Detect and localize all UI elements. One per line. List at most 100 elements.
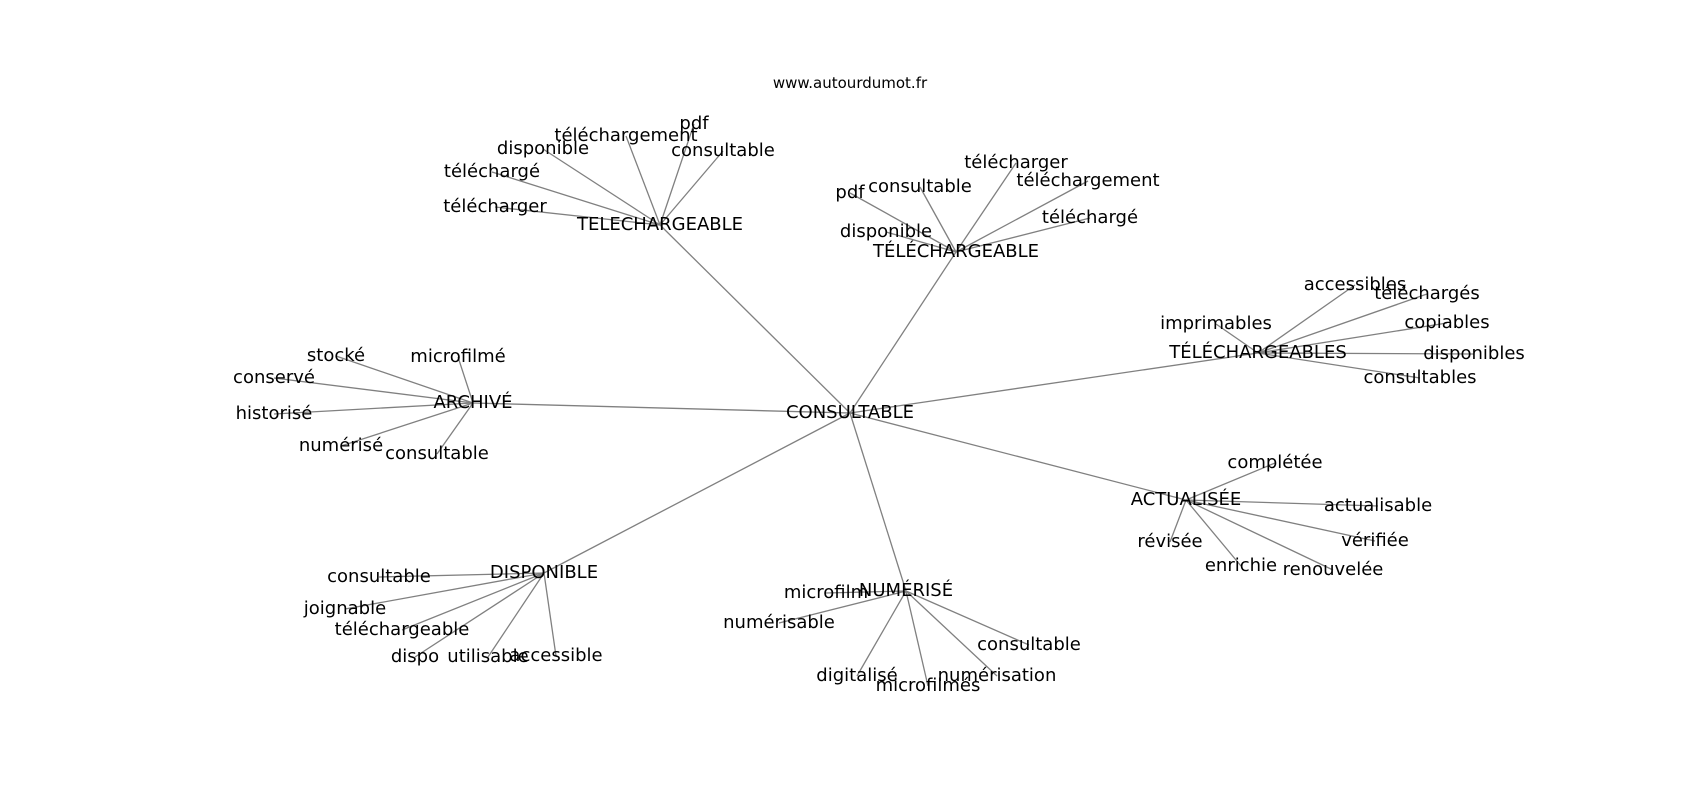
labels-layer: CONSULTABLE TELECHARGEABLE TÉLÉCHARGEABLE T… xyxy=(233,113,1525,696)
edge-actualisee-ac_revisee xyxy=(1169,499,1187,543)
node-a_stocke: stocké xyxy=(307,345,365,366)
edge-actualisee-ac_completee xyxy=(1185,462,1276,501)
node-ac_verifiee: vérifiée xyxy=(1341,530,1409,551)
node-d_dispo: dispo xyxy=(391,646,439,667)
edge-consultable_root-disponible xyxy=(543,412,851,574)
node-t2_telechargement: téléchargement xyxy=(1016,170,1159,191)
node-t2_pdf: pdf xyxy=(835,182,865,203)
edge-telechargeable2-t2_consultable xyxy=(919,186,957,253)
node-ts_consultables: consultables xyxy=(1363,367,1476,388)
edge-telechargeable1-t1_telechargement xyxy=(625,135,661,226)
edge-telechargeable2-t2_telechargement xyxy=(955,180,1089,253)
edge-consultable_root-telechargeables xyxy=(849,352,1259,414)
site-title: www.autourdumot.fr xyxy=(773,74,928,92)
node-telechargeable2: TÉLÉCHARGEABLE xyxy=(872,240,1039,262)
edge-numerise-n_numerisation xyxy=(905,590,998,677)
edge-telechargeables-ts_copiables xyxy=(1257,322,1448,354)
node-actualisee: ACTUALISÉE xyxy=(1131,488,1242,510)
edge-telechargeable2-t2_disponible xyxy=(885,231,957,253)
edge-disponible-d_utilisable xyxy=(487,572,545,658)
edge-telechargeables-ts_disponibles xyxy=(1257,352,1475,355)
node-t1_telecharger: télécharger xyxy=(443,196,547,217)
node-t1_disponible: disponible xyxy=(497,138,589,159)
edge-actualisee-ac_enrichie xyxy=(1185,499,1242,567)
node-numerise: NUMÉRISÉ xyxy=(859,579,953,601)
node-d_accessible: accessible xyxy=(509,645,602,666)
node-archive: ARCHIVÉ xyxy=(433,391,512,413)
edge-telechargeable1-t1_telecharge xyxy=(491,171,661,226)
edge-actualisee-ac_actualisable xyxy=(1185,499,1379,507)
edge-telechargeable1-t1_pdf xyxy=(659,123,695,226)
edge-numerise-n_numerisable xyxy=(778,590,907,624)
node-n_microfilm: microfilm xyxy=(784,582,868,603)
node-ts_accessibles: accessibles xyxy=(1304,274,1407,295)
node-a_conserve: conservé xyxy=(233,367,315,388)
node-a_numerise: numérisé xyxy=(299,435,383,456)
node-t2_consultable: consultable xyxy=(868,176,972,197)
edge-actualisee-ac_renouvelee xyxy=(1185,499,1334,571)
node-telechargeable1: TELECHARGEABLE xyxy=(576,214,743,235)
node-ac_enrichie: enrichie xyxy=(1205,555,1277,576)
edge-telechargeable1-t1_consultable xyxy=(659,150,724,226)
edge-consultable_root-telechargeable1 xyxy=(659,224,851,414)
node-t2_telecharger: télécharger xyxy=(964,152,1068,173)
edge-telechargeable2-t2_pdf xyxy=(849,192,957,253)
node-disponible: DISPONIBLE xyxy=(490,562,598,583)
node-ts_imprimables: imprimables xyxy=(1160,313,1272,334)
edge-consultable_root-telechargeable2 xyxy=(849,251,957,414)
edge-numerise-n_microfilmes xyxy=(905,590,929,687)
node-n_microfilmes: microfilmés xyxy=(876,675,981,696)
node-d_consultable: consultable xyxy=(327,566,431,587)
edge-archive-a_stocke xyxy=(335,355,474,404)
edge-consultable_root-actualisee xyxy=(849,412,1187,501)
edge-disponible-d_dispo xyxy=(414,572,545,658)
node-t2_telecharge: téléchargé xyxy=(1042,207,1138,228)
edge-archive-a_conserve xyxy=(273,377,474,404)
edge-telechargeables-ts_telecharges xyxy=(1257,293,1428,354)
edge-disponible-d_consultable xyxy=(378,572,545,578)
edge-numerise-n_digitalise xyxy=(856,590,907,677)
node-n_numerisable: numérisable xyxy=(723,612,835,633)
node-d_utilisable: utilisable xyxy=(447,646,528,667)
edge-telechargeable1-t1_telecharger xyxy=(494,206,661,226)
node-a_consultable: consultable xyxy=(385,443,489,464)
edges-layer xyxy=(273,123,1475,687)
edge-archive-a_consultable xyxy=(436,402,474,455)
node-telechargeables: TÉLÉCHARGEABLES xyxy=(1168,341,1347,363)
node-a_microfilme: microfilmé xyxy=(410,346,505,367)
node-t2_disponible: disponible xyxy=(840,221,932,242)
edge-archive-a_numerise xyxy=(340,402,474,447)
node-t1_telecharge: téléchargé xyxy=(444,161,540,182)
node-a_historise: historisé xyxy=(236,403,313,424)
edge-telechargeable1-t1_disponible xyxy=(542,148,661,226)
node-ts_disponibles: disponibles xyxy=(1423,343,1525,364)
node-t1_pdf: pdf xyxy=(679,113,709,134)
node-ac_revisee: révisée xyxy=(1137,531,1202,552)
node-ac_renouvelee: renouvelée xyxy=(1283,559,1384,580)
edge-disponible-d_accessible xyxy=(543,572,557,657)
edge-actualisee-ac_verifiee xyxy=(1185,499,1376,542)
node-n_digitalise: digitalisé xyxy=(816,665,897,686)
node-t1_telechargement: téléchargement xyxy=(554,125,697,146)
node-d_telechargeable: téléchargeable xyxy=(335,619,470,640)
edge-telechargeables-ts_consultables xyxy=(1257,352,1421,379)
node-ac_completee: complétée xyxy=(1227,452,1322,473)
node-ts_copiables: copiables xyxy=(1404,312,1489,333)
edge-telechargeable2-t2_telecharger xyxy=(955,162,1017,253)
edge-numerise-n_microfilm xyxy=(825,590,907,594)
node-d_joignable: joignable xyxy=(303,598,386,619)
edge-consultable_root-numerise xyxy=(849,412,907,592)
node-ac_actualisable: actualisable xyxy=(1324,495,1432,516)
edge-archive-a_microfilme xyxy=(457,356,474,404)
edge-disponible-d_telechargeable xyxy=(401,572,545,631)
edge-numerise-n_consultable xyxy=(905,590,1030,646)
node-n_numerisation: numérisation xyxy=(938,665,1057,686)
node-t1_consultable: consultable xyxy=(671,140,775,161)
node-ts_telecharges: téléchargés xyxy=(1374,283,1480,304)
edge-archive-a_historise xyxy=(273,402,474,415)
node-consultable_root: CONSULTABLE xyxy=(786,402,914,423)
edge-consultable_root-archive xyxy=(472,402,851,414)
edge-telechargeable2-t2_telecharge xyxy=(955,217,1091,253)
edge-telechargeables-ts_imprimables xyxy=(1215,323,1259,354)
